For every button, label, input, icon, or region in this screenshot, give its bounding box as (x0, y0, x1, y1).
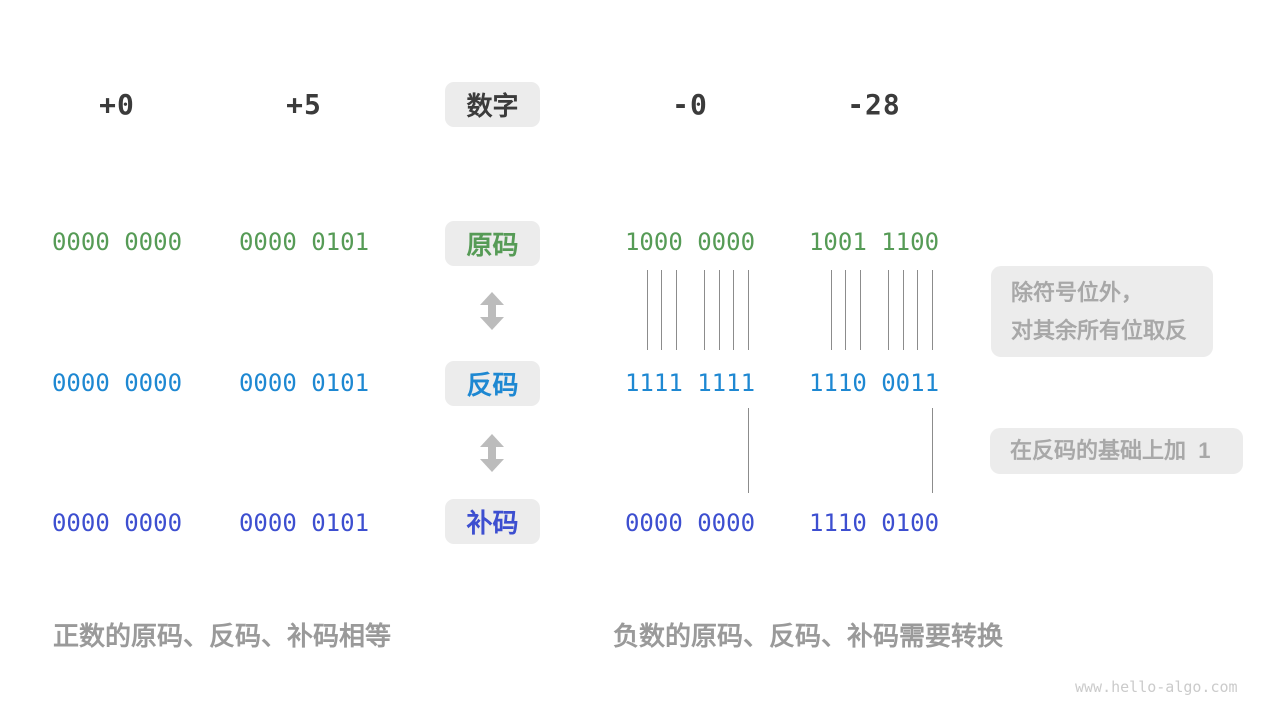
watermark: www.hello-algo.com (1075, 678, 1238, 696)
updown-arrow-icon (480, 292, 504, 330)
ones-complement-value-minus0: 1111 1111 (624, 369, 756, 397)
ones-complement-value-plus0: 0000 0000 (51, 369, 183, 397)
bit-connector-line (747, 270, 749, 350)
sign-magnitude-value-plus0: 0000 0000 (51, 228, 183, 256)
sign-magnitude-value-plus5: 0000 0101 (238, 228, 370, 256)
header-value-plus0: +0 (99, 88, 135, 121)
header-value-minus0: -0 (672, 88, 708, 121)
bit-connector-line (917, 270, 919, 350)
header-value-plus5: +5 (286, 88, 322, 121)
pill-sign-magnitude: 原码 (445, 221, 540, 266)
twos-complement-value-plus0: 0000 0000 (51, 509, 183, 537)
callout-invert-bits-line2: 对其余所有位取反 (1011, 317, 1188, 343)
bit-connector-line (859, 270, 861, 350)
bit-connector-line (931, 408, 933, 493)
callout-add-one: 在反码的基础上加 1 (990, 428, 1243, 474)
bit-connector-line (845, 270, 847, 350)
ones-complement-value-minus28: 1110 0011 (808, 369, 940, 397)
header-pill-number: 数字 (445, 82, 540, 127)
callout-invert-bits: 除符号位外， 对其余所有位取反 (991, 266, 1213, 357)
bit-connector-line (704, 270, 706, 350)
twos-complement-value-plus5: 0000 0101 (238, 509, 370, 537)
ones-complement-value-plus5: 0000 0101 (238, 369, 370, 397)
callout-add-one-line1: 在反码的基础上加 1 (1010, 438, 1211, 463)
bit-connector-line (718, 270, 720, 350)
pill-ones-complement: 反码 (445, 361, 540, 406)
sign-magnitude-value-minus28: 1001 1100 (808, 228, 940, 256)
bit-connector-line (733, 270, 735, 350)
callout-invert-bits-line1: 除符号位外， (1011, 279, 1144, 305)
caption-positive-numbers: 正数的原码、反码、补码相等 (53, 621, 392, 651)
twos-complement-value-minus28: 1110 0100 (808, 509, 940, 537)
bit-connector-line (646, 270, 648, 350)
bit-connector-line (747, 408, 749, 493)
bit-connector-line (888, 270, 890, 350)
updown-arrow-icon (480, 434, 504, 472)
bit-connector-line (931, 270, 933, 350)
bit-connector-line (661, 270, 663, 350)
twos-complement-value-minus0: 0000 0000 (624, 509, 756, 537)
pill-twos-complement: 补码 (445, 499, 540, 544)
bit-connector-line (830, 270, 832, 350)
bit-connector-line (902, 270, 904, 350)
header-value-minus28: -28 (847, 88, 901, 121)
bit-connector-line (675, 270, 677, 350)
sign-magnitude-value-minus0: 1000 0000 (624, 228, 756, 256)
caption-negative-numbers: 负数的原码、反码、补码需要转换 (613, 621, 1004, 651)
